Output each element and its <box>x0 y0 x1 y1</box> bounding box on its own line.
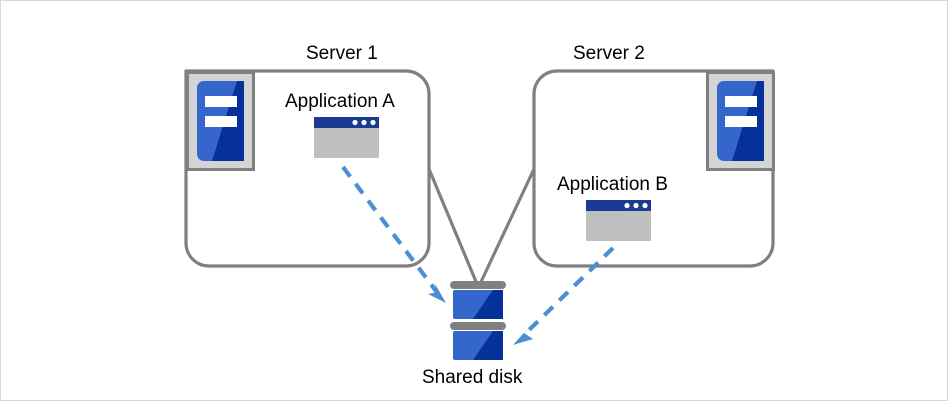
application-window-icon[interactable] <box>586 200 651 241</box>
application-b-label: Application B <box>557 174 668 195</box>
dataflow-arrow-app-a <box>341 165 446 303</box>
shared-disk-label: Shared disk <box>422 367 523 388</box>
server-icon <box>186 71 255 171</box>
disk-stack-icon[interactable] <box>450 281 506 360</box>
connector-server1-to-disk <box>427 167 479 286</box>
connector-server2-to-disk <box>478 167 536 286</box>
server1-title: Server 1 <box>306 43 378 64</box>
application-window-icon[interactable] <box>314 117 379 158</box>
application-a-label: Application A <box>285 91 395 112</box>
server-icon <box>706 71 775 171</box>
server2-title: Server 2 <box>573 43 645 64</box>
dataflow-arrow-app-b <box>513 246 615 345</box>
